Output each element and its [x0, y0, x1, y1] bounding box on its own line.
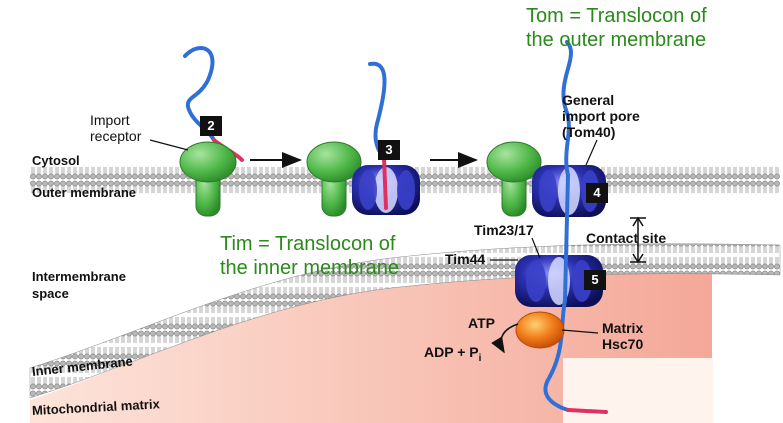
import-receptor-1	[179, 141, 237, 217]
outer-membrane-label: Outer membrane	[32, 185, 137, 200]
step-badge-4: 4	[586, 183, 608, 203]
presequence-2	[382, 156, 388, 210]
step-badge-3: 3	[378, 140, 400, 160]
import-receptor-3	[486, 141, 542, 217]
intermembrane-space-label: Intermembrane space	[32, 268, 126, 302]
general-pore-line2: import pore	[562, 108, 640, 124]
adp-pi-text: ADP + P	[424, 344, 479, 360]
intermembrane-label-line1: Intermembrane	[32, 269, 126, 284]
import-receptor-leader	[149, 139, 189, 151]
tim-definition-line1: Tim = Translocon of	[220, 233, 396, 255]
import-receptor-label: Import receptor	[90, 112, 141, 144]
adp-pi-label: ADP + Pi	[424, 344, 481, 364]
mitochondrial-matrix-area	[30, 271, 712, 423]
step-badge-2: 2	[200, 116, 222, 136]
general-pore-line1: General	[562, 92, 615, 108]
presequence-3	[566, 408, 608, 414]
matrix-hsc70-line1: Matrix	[602, 320, 644, 336]
general-pore-leader	[585, 139, 598, 166]
matrix-hsc70-label: Matrix Hsc70	[602, 320, 643, 352]
inner-membrane	[29, 243, 781, 399]
tom-definition-line1: Tom = Translocon of	[526, 5, 707, 27]
matrix-hsc70-line2: Hsc70	[602, 336, 644, 352]
hsc70-leader	[561, 329, 599, 334]
atp-label: ATP	[468, 315, 495, 331]
tim23-label: Tim23/17	[474, 222, 534, 238]
intermembrane-label-line2: space	[32, 286, 69, 301]
atp-hydrolysis-arrow	[491, 323, 519, 354]
contact-site-bracket	[630, 216, 646, 264]
tom-definition: Tom = Translocon of the outer membrane	[526, 4, 707, 52]
tom-definition-line2: the outer membrane	[526, 29, 707, 51]
general-pore-line3: (Tom40)	[562, 124, 616, 140]
precursor-chain-3	[543, 40, 573, 412]
tim-definition-line2: the inner membrane	[220, 257, 399, 279]
contact-site-label: Contact site	[586, 230, 667, 246]
import-receptor-line1: Import	[90, 112, 130, 128]
import-receptor-2	[306, 141, 362, 217]
import-receptor-line2: receptor	[90, 128, 142, 144]
pi-subscript: i	[478, 352, 482, 364]
tim-definition: Tim = Translocon of the inner membrane	[220, 232, 399, 280]
matrix-light-patch	[563, 358, 713, 423]
tim44-label: Tim44	[445, 251, 486, 267]
tim23-leader	[531, 237, 541, 259]
step-badge-5: 5	[584, 270, 606, 290]
matrix-hsc70	[515, 311, 565, 349]
cytosol-label: Cytosol	[32, 153, 80, 168]
general-import-pore-label: General import pore (Tom40)	[562, 92, 640, 140]
